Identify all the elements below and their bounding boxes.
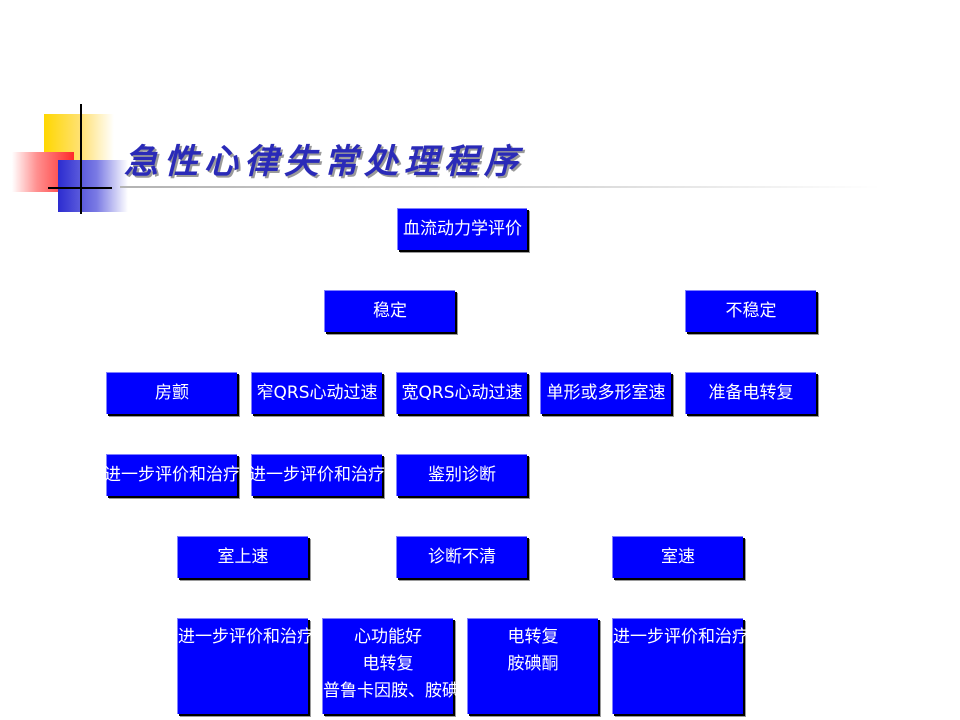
cardioversion-line-2: 胺碘酮 [507, 654, 559, 674]
node-further-evaluation-vt: 进一步评价和治疗 [612, 618, 749, 714]
vertical-line-ornament [80, 104, 82, 214]
node-unstable: 不稳定 [685, 290, 816, 332]
node-diagnosis-unclear: 诊断不清 [396, 536, 527, 578]
title-underline [120, 186, 880, 188]
node-prepare-cardioversion: 准备电转复 [685, 372, 816, 414]
cardioversion-line-1: 电转复 [507, 627, 559, 647]
node-differential-diagnosis: 鉴别诊断 [396, 454, 527, 496]
node-wide-qrs-tachycardia: 宽QRS心动过速 [396, 372, 527, 414]
node-svt: 室上速 [177, 536, 308, 578]
node-cardioversion-amiodarone: 电转复 胺碘酮 [467, 618, 598, 714]
node-further-evaluation-svt: 进一步评价和治疗 [177, 618, 314, 714]
slide-title: 急性心律失常处理程序 [124, 142, 524, 182]
blue-square-ornament [58, 160, 128, 212]
node-mono-poly-vt: 单形或多形室速 [540, 372, 671, 414]
node-vt: 室速 [612, 536, 743, 578]
node-further-evaluation-narrow: 进一步评价和治疗 [249, 454, 385, 496]
horizontal-line-ornament [48, 187, 112, 189]
node-atrial-fibrillation: 房颤 [106, 372, 237, 414]
node-stable: 稳定 [324, 290, 455, 332]
node-hemodynamic-evaluation: 血流动力学评价 [397, 208, 527, 250]
node-further-evaluation-af: 进一步评价和治疗 [104, 454, 240, 496]
node-good-cardiac-function: 心功能好 电转复 普鲁卡因胺、胺碘酮 [322, 618, 476, 714]
good-function-line-3: 普鲁卡因胺、胺碘酮 [323, 681, 476, 701]
good-function-line-2: 电转复 [362, 654, 414, 674]
node-narrow-qrs-tachycardia: 窄QRS心动过速 [251, 372, 382, 414]
good-function-line-1: 心功能好 [354, 627, 422, 647]
